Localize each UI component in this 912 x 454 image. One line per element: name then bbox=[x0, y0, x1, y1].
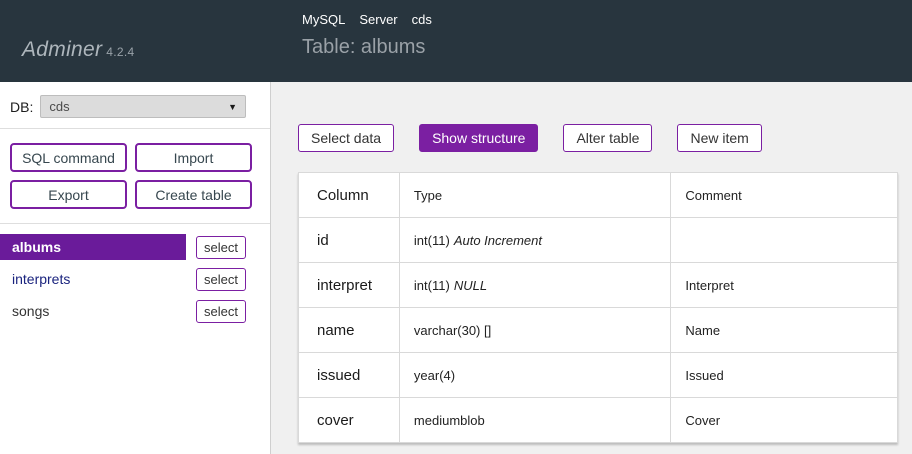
page-title: Table: albums bbox=[302, 36, 426, 58]
main-panel: Select data Show structure Alter table N… bbox=[271, 82, 912, 454]
field-name: name bbox=[298, 307, 400, 353]
field-type: int(11)NULL bbox=[398, 262, 672, 308]
structure-table: Column Type Comment id int(11)Auto Incre… bbox=[298, 172, 898, 443]
field-name: id bbox=[298, 217, 400, 263]
table-row: id int(11)Auto Increment bbox=[298, 217, 898, 263]
table-link-interprets[interactable]: interprets bbox=[12, 271, 71, 287]
select-data-button[interactable]: Select data bbox=[298, 124, 395, 152]
table-list-item-interprets: interprets select bbox=[0, 266, 270, 292]
type-note: Auto Increment bbox=[453, 232, 542, 248]
table-action-bar: Select data Show structure Alter table N… bbox=[298, 124, 912, 152]
table-link-songs[interactable]: songs bbox=[12, 303, 50, 319]
field-type: mediumblob bbox=[398, 397, 672, 443]
table-row: name varchar(30) [] Name bbox=[298, 307, 898, 353]
table-row: interpret int(11)NULL Interpret bbox=[298, 262, 898, 308]
content-area: DB: cds ▼ SQL command Import Export Crea… bbox=[0, 82, 912, 454]
field-name: interpret bbox=[298, 262, 400, 308]
db-select-value: cds bbox=[49, 99, 70, 114]
import-button[interactable]: Import bbox=[135, 143, 252, 172]
alter-table-button[interactable]: Alter table bbox=[563, 124, 653, 152]
breadcrumb-link-mysql[interactable]: MySQL bbox=[302, 12, 346, 27]
sql-command-button[interactable]: SQL command bbox=[10, 143, 127, 172]
structure-header-row: Column Type Comment bbox=[298, 172, 898, 218]
sidebar: DB: cds ▼ SQL command Import Export Crea… bbox=[0, 82, 271, 454]
field-comment bbox=[670, 217, 898, 263]
version-label: 4.2.4 bbox=[106, 45, 135, 59]
table-list: albums select interprets select songs se… bbox=[0, 224, 270, 324]
breadcrumb-link-db[interactable]: cds bbox=[411, 12, 432, 27]
table-link-albums[interactable]: albums bbox=[0, 234, 186, 260]
field-name: cover bbox=[298, 397, 400, 443]
sidebar-actions: SQL command Import Export Create table bbox=[0, 129, 270, 223]
logo-text: Adminer bbox=[22, 38, 103, 61]
header-main: MySQL Server cds Table: albums bbox=[271, 0, 432, 82]
new-item-button[interactable]: New item bbox=[677, 124, 762, 152]
table-list-item-songs: songs select bbox=[0, 298, 270, 324]
db-row: DB: cds ▼ bbox=[0, 82, 270, 128]
column-header-type: Type bbox=[398, 172, 672, 218]
field-comment: Interpret bbox=[670, 262, 898, 308]
field-comment: Name bbox=[670, 307, 898, 353]
select-button-songs[interactable]: select bbox=[196, 299, 246, 323]
breadcrumb: MySQL Server cds bbox=[302, 12, 432, 27]
create-table-button[interactable]: Create table bbox=[135, 180, 252, 209]
db-select[interactable]: cds ▼ bbox=[40, 95, 246, 118]
breadcrumb-link-server[interactable]: Server bbox=[359, 12, 398, 27]
type-note: NULL bbox=[453, 277, 488, 293]
table-row: cover mediumblob Cover bbox=[298, 397, 898, 443]
field-comment: Cover bbox=[670, 397, 898, 443]
field-type: varchar(30) [] bbox=[398, 307, 672, 353]
export-button[interactable]: Export bbox=[10, 180, 127, 209]
dropdown-arrow-icon: ▼ bbox=[228, 101, 237, 112]
field-type: int(11)Auto Increment bbox=[398, 217, 672, 263]
sidebar-divider-bottom bbox=[0, 223, 270, 224]
select-button-albums[interactable]: select bbox=[196, 235, 246, 259]
db-label: DB: bbox=[10, 98, 34, 115]
column-header-column: Column bbox=[298, 172, 400, 218]
table-row: issued year(4) Issued bbox=[298, 352, 898, 398]
show-structure-button[interactable]: Show structure bbox=[419, 124, 539, 152]
column-header-comment: Comment bbox=[670, 172, 898, 218]
field-name: issued bbox=[298, 352, 400, 398]
select-button-interprets[interactable]: select bbox=[196, 267, 246, 291]
field-type: year(4) bbox=[398, 352, 672, 398]
field-comment: Issued bbox=[670, 352, 898, 398]
sidebar-divider-top bbox=[0, 128, 270, 129]
table-list-item-albums: albums select bbox=[0, 234, 270, 260]
